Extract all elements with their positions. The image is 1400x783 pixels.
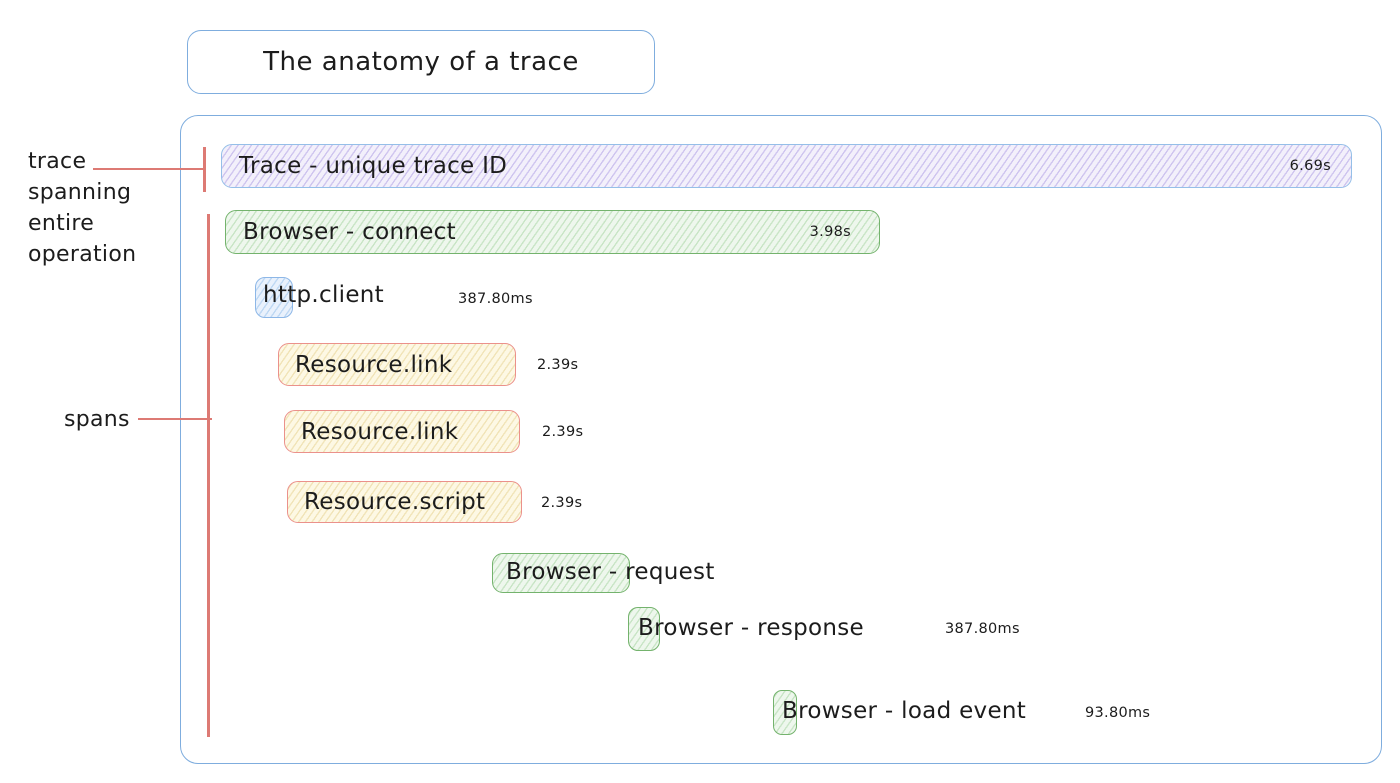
- span-duration: 3.98s: [809, 224, 851, 240]
- spans-annotation-label: spans: [64, 407, 130, 432]
- span-duration: 2.39s: [542, 424, 584, 440]
- spans-pointer-line: [138, 418, 212, 420]
- span-box-resource-link-1: Resource.link: [278, 343, 516, 386]
- span-duration: 2.39s: [541, 495, 583, 511]
- span-duration: 387.80ms: [458, 291, 533, 307]
- span-duration: 387.80ms: [945, 621, 1020, 637]
- span-label: Browser - request: [506, 559, 715, 585]
- span-label: Resource.link: [301, 418, 459, 445]
- trace-bar-label: Trace - unique trace ID: [239, 153, 508, 179]
- span-box-browser-load-event: [773, 690, 797, 735]
- span-label: Resource.link: [295, 351, 453, 378]
- trace-bar-duration: 6.69s: [1289, 158, 1331, 174]
- span-box-resource-script: Resource.script: [287, 481, 522, 523]
- span-box-browser-response: [628, 607, 660, 651]
- span-bar-browser-connect: Browser - connect 3.98s: [225, 210, 880, 254]
- title-box: The anatomy of a trace: [187, 30, 655, 94]
- page-title: The anatomy of a trace: [263, 47, 579, 77]
- trace-pointer-line: [93, 168, 205, 170]
- span-label: Resource.script: [304, 489, 486, 515]
- span-label: Browser - load event: [782, 698, 1027, 724]
- trace-pointer-tick: [203, 147, 206, 192]
- trace-bar: Trace - unique trace ID 6.69s: [221, 144, 1352, 188]
- span-label: Browser - response: [638, 615, 864, 641]
- span-box-browser-request: [492, 553, 630, 593]
- span-label: http.client: [263, 282, 384, 308]
- trace-annotation-label: trace spanning entire operation: [28, 149, 137, 267]
- span-box-http-client: [255, 277, 293, 318]
- span-duration: 93.80ms: [1085, 705, 1151, 721]
- span-label: Browser - connect: [243, 219, 456, 245]
- trace-container-frame: [180, 115, 1382, 764]
- span-box-resource-link-2: Resource.link: [284, 410, 520, 453]
- spans-vertical-line: [207, 214, 210, 737]
- span-duration: 2.39s: [537, 357, 579, 373]
